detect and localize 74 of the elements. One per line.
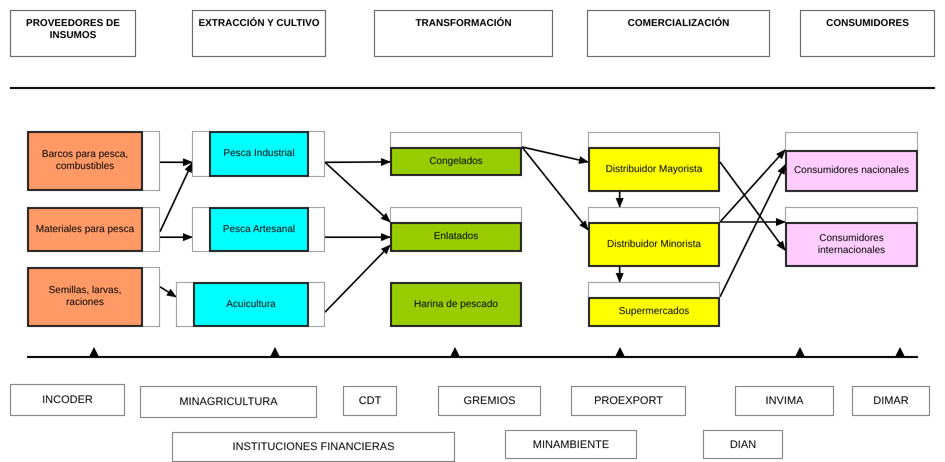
process-box xyxy=(27,267,160,327)
process-box xyxy=(588,132,720,192)
process-box xyxy=(390,207,522,252)
process-label: Supermercados xyxy=(618,306,690,318)
process-box xyxy=(192,207,325,252)
stage-title: TRANSFORMACIÓN xyxy=(415,18,512,30)
arrow xyxy=(719,162,786,251)
institution-name: PROEXPORT xyxy=(594,395,663,407)
arrow xyxy=(522,146,589,164)
process-box xyxy=(390,282,522,327)
arrow xyxy=(521,146,589,231)
process-box xyxy=(785,132,918,192)
process-box xyxy=(27,207,160,252)
process-label: Consumidores internacionales xyxy=(816,232,886,256)
process-label: Enlatados xyxy=(432,231,480,243)
institution-box xyxy=(172,432,455,462)
process-label: Acuicultura xyxy=(225,298,277,310)
stage-header-box xyxy=(587,10,770,57)
institution-box xyxy=(571,386,686,416)
arrow xyxy=(324,244,391,313)
arrow xyxy=(160,158,193,166)
process-label: Pesca Artesanal xyxy=(222,224,296,236)
institution-name: INCODER xyxy=(42,394,93,406)
process-label: Pesca Industrial xyxy=(222,148,296,160)
institution-box xyxy=(703,430,783,459)
process-box xyxy=(588,282,720,327)
institution-name: CDT xyxy=(358,395,382,407)
arrow xyxy=(325,158,391,166)
process-label: Barcos para pesca, combustibles xyxy=(40,149,130,173)
process-label: Materiales para pesca xyxy=(34,224,136,236)
process-box xyxy=(588,207,720,267)
stage-header-box xyxy=(800,10,935,57)
institution-box xyxy=(852,386,930,416)
stage-title: EXTRACCIÓN Y CULTIVO xyxy=(198,18,320,30)
stage-header-box xyxy=(192,10,326,57)
institution-name: DIAN xyxy=(730,438,756,450)
arrow xyxy=(720,218,786,226)
arrow xyxy=(616,192,624,208)
arrow xyxy=(160,286,177,298)
process-label: Congelados xyxy=(428,156,484,168)
arrow xyxy=(159,162,193,232)
stage-header-box xyxy=(10,10,136,57)
arrow xyxy=(719,149,786,223)
institution-box xyxy=(343,386,397,416)
arrow xyxy=(325,233,391,242)
arrow xyxy=(719,164,786,298)
institution-name: INSTITUCIONES FINANCIERAS xyxy=(232,441,394,453)
institution-name: GREMIOS xyxy=(464,395,516,407)
institution-box xyxy=(140,386,317,418)
process-label: Distribuidor Minorista xyxy=(606,238,702,250)
process-box xyxy=(192,131,325,177)
arrow xyxy=(324,162,391,223)
arrow xyxy=(616,267,624,283)
institution-name: DIMAR xyxy=(873,395,909,407)
stage-header-box xyxy=(374,10,553,57)
process-label: Distribuidor Mayorista xyxy=(604,164,704,176)
process-label: Harina de pescado xyxy=(413,298,499,310)
institution-box xyxy=(735,386,834,416)
process-box xyxy=(176,282,325,327)
process-box xyxy=(27,131,160,191)
institution-box xyxy=(438,386,541,416)
institution-name: MINAMBIENTE xyxy=(532,438,610,450)
institution-box xyxy=(10,384,125,416)
stage-title: PROVEEDORES DE INSUMOS xyxy=(25,18,121,41)
institution-box xyxy=(505,430,637,459)
process-box xyxy=(785,207,918,267)
process-box xyxy=(390,132,522,176)
process-label: Semillas, larvas, raciones xyxy=(48,285,122,309)
institution-name: INVIMA xyxy=(766,395,804,407)
institution-name: MINAGRICULTURA xyxy=(179,396,278,408)
process-label: Consumidores nacionales xyxy=(792,165,910,177)
stage-title: COMERCIALIZACIÓN xyxy=(628,18,730,30)
arrow xyxy=(160,233,193,242)
stage-title: CONSUMIDORES xyxy=(826,18,909,30)
